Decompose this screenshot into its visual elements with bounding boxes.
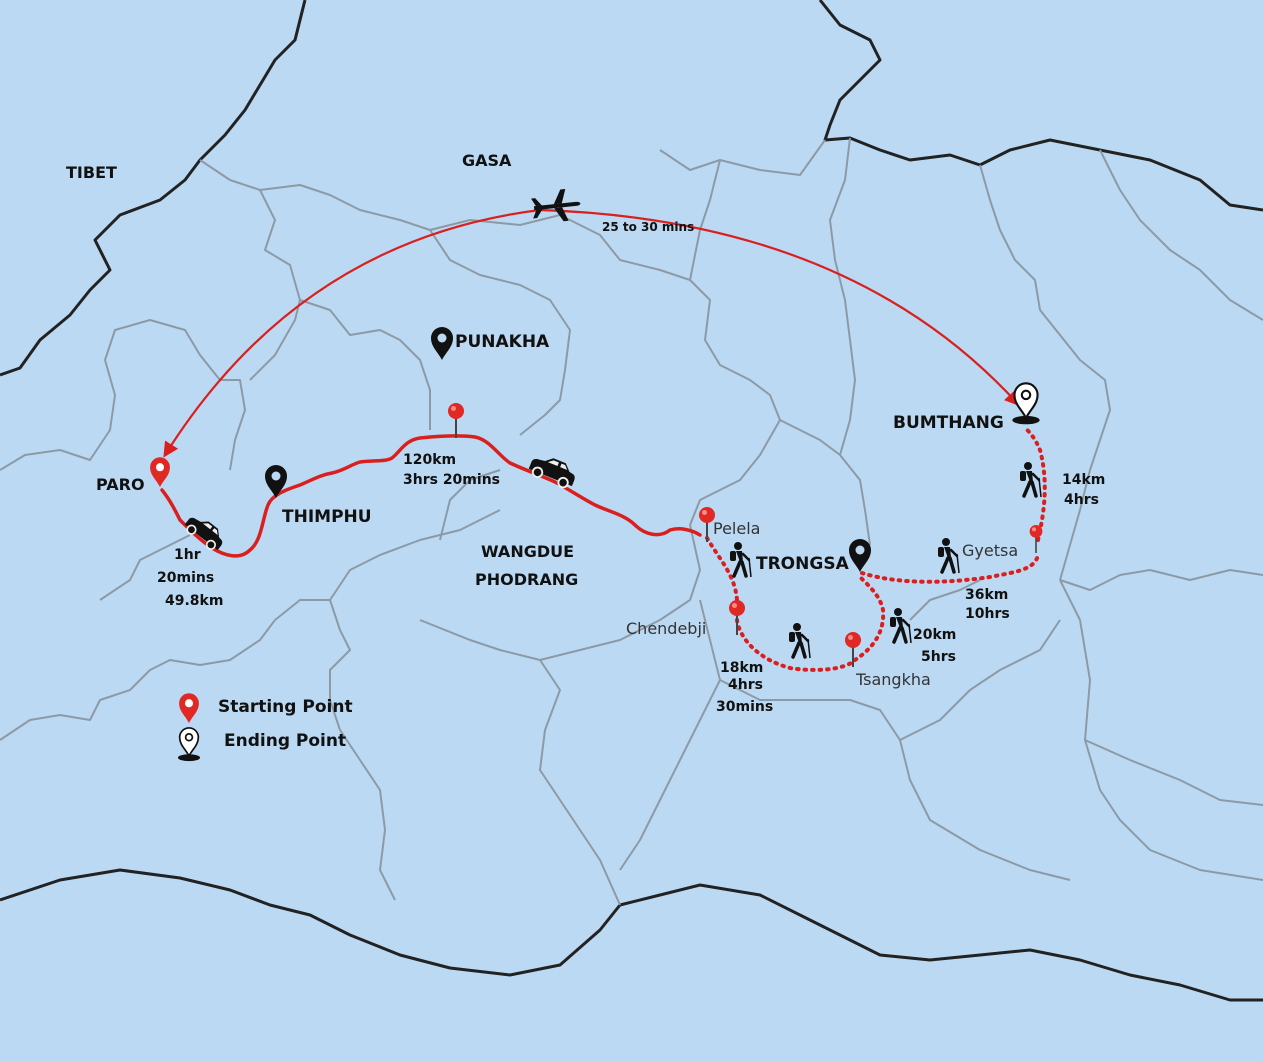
place-label-punakha: PUNAKHA <box>455 332 550 352</box>
place-label-trongsa: TRONGSA <box>756 554 850 574</box>
flight-duration-label: 25 to 30 mins <box>602 220 694 234</box>
stop-label-tsangkha: Tsangkha <box>855 670 931 689</box>
segment-label-gyetsa-bumthang-1: 14km <box>1062 472 1105 488</box>
place-label-paro: PARO <box>96 475 145 494</box>
segment-label-pelela-tsangkha-2: 4hrs <box>728 677 763 693</box>
place-label-bumthang: BUMTHANG <box>893 413 1004 433</box>
stop-label-gyetsa: Gyetsa <box>962 541 1018 560</box>
segment-label-tsangkha-trongsa-1: 20km <box>913 627 956 643</box>
end-marker-icon <box>1011 382 1041 426</box>
segment-label-paro-thimphu-1: 1hr <box>174 547 201 563</box>
segment-label-tsangkha-trongsa-2: 5hrs <box>921 649 956 665</box>
segment-label-pelela-tsangkha-3: 30mins <box>716 699 773 715</box>
legend-start-label: Starting Point <box>218 697 353 717</box>
segment-label-trongsa-gyetsa-2: 10hrs <box>965 606 1010 622</box>
stop-label-pelela: Pelela <box>713 519 760 538</box>
flight-route: 25 to 30 mins <box>163 187 1021 458</box>
district-borders <box>0 137 1263 906</box>
place-label-thimphu: THIMPHU <box>282 507 372 527</box>
segment-label-thimphu-pelela-1: 120km <box>403 452 456 468</box>
segment-label-paro-thimphu-2: 20mins <box>157 570 214 586</box>
end-marker-icon <box>177 727 201 762</box>
segment-label-thimphu-pelela-2: 3hrs 20mins <box>403 472 500 488</box>
country-borders <box>0 0 1263 1002</box>
segment-label-pelela-tsangkha-1: 18km <box>720 660 763 676</box>
place-label-wangdue-2: PHODRANG <box>475 570 578 589</box>
legend: Starting Point Ending Point <box>177 693 353 762</box>
segment-label-paro-thimphu-3: 49.8km <box>165 593 223 609</box>
legend-end-label: Ending Point <box>224 731 346 751</box>
region-label-tibet: TIBET <box>66 163 117 182</box>
segment-label-gyetsa-bumthang-2: 4hrs <box>1064 492 1099 508</box>
place-label-wangdue-1: WANGDUE <box>481 542 574 561</box>
road-route <box>160 434 702 558</box>
segment-label-trongsa-gyetsa-1: 36km <box>965 587 1008 603</box>
region-label-gasa: GASA <box>462 151 512 170</box>
trek-route <box>705 426 1047 672</box>
stop-label-chendebji: Chendebji <box>626 619 706 638</box>
